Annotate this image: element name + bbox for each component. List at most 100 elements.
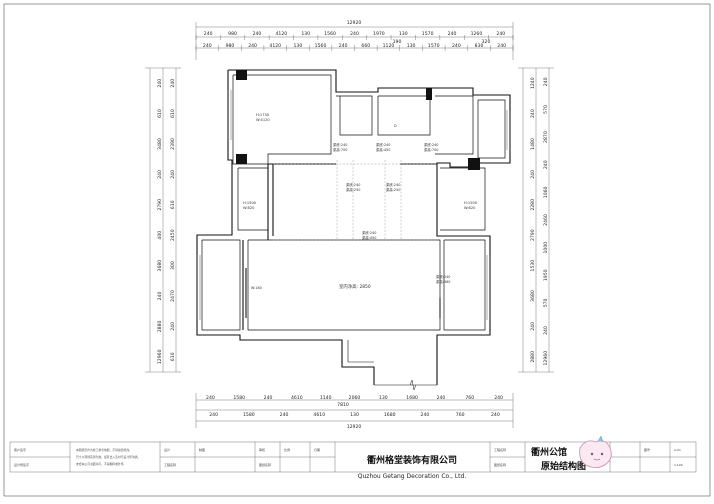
bottom-total-dim: 12920	[347, 424, 362, 430]
top-row1-dim-9: 1570	[422, 31, 434, 37]
top-mid-dim-2: 320	[482, 39, 491, 45]
beam-f-height: 梁高:450	[362, 235, 376, 240]
tb-label-no: 图号	[644, 447, 650, 452]
company-name-en: Quzhou Getang Decoration Co., Ltd.	[358, 473, 467, 480]
right-inner-dim-6: 1000	[543, 242, 549, 254]
beam-e-height: 梁高:250	[386, 187, 400, 192]
top-row2-dim-2: 240	[248, 43, 257, 49]
beam-b-bottom: 梁底:240	[376, 142, 390, 147]
bottom-mid-dim: 7810	[337, 402, 349, 408]
door-label: D	[394, 124, 397, 128]
project-title: 衢州公馆	[531, 446, 567, 458]
bottom-dimensions	[195, 393, 514, 428]
tb-note-3: 未经本公司书面许可，不得翻印或外传。	[76, 462, 126, 466]
right-outer-dim-3: 240	[530, 170, 536, 179]
right-inner-dim-5: 2460	[543, 214, 549, 226]
walls	[196, 69, 511, 391]
right-inner-dim-10: 12960	[543, 351, 549, 366]
left-inner-dim-0: 240	[170, 79, 176, 88]
right-outer-dim-5: 2790	[530, 229, 536, 241]
right-outer-dim-0: 1240	[530, 77, 536, 89]
top-row2-dim-5: 1560	[315, 43, 327, 49]
left-inner-dim-9: 610	[170, 352, 176, 361]
bottom-row1-dim-2: 240	[264, 395, 273, 401]
beam-a-height: 梁高:700	[333, 147, 347, 152]
tb-label-check: 审核	[259, 447, 265, 452]
beam-c-height: 梁高:700	[424, 147, 438, 152]
left-outer-dim-4: 2790	[157, 199, 163, 211]
bottom-row1-dim-4: 1140	[320, 395, 332, 401]
top-row2-dim-13: 240	[497, 43, 506, 49]
right-inner-dim-3: 240	[543, 160, 549, 169]
right-inner-dim-8: 570	[543, 298, 549, 307]
left-outer-dim-3: 240	[157, 170, 163, 179]
top-row1-dim-7: 1970	[373, 31, 385, 37]
tb-note-1: 本图纸仅作为施工参考依据，不得擅自修改。	[76, 448, 132, 452]
tb-label-project: 工程名称	[164, 462, 176, 467]
left-inner-dim-7: 2470	[170, 290, 176, 302]
right-inner-dim-4: 1060	[543, 186, 549, 198]
top-row1-dim-8: 130	[399, 31, 408, 37]
bottom-row1-dim-5: 2060	[349, 395, 361, 401]
top-total-dim: 12920	[347, 20, 362, 26]
beam-g-height: 梁高:360	[436, 279, 450, 284]
structural-columns	[236, 70, 480, 170]
left-inner-dim-4: 610	[170, 200, 176, 209]
bottom-row1-dim-7: 1680	[406, 395, 418, 401]
bottom-row2-dim-0: 240	[209, 412, 218, 418]
top-row2-dim-6: 240	[339, 43, 348, 49]
left-inner-dim-2: 2390	[170, 138, 176, 150]
room-3-width: W:820	[464, 206, 476, 210]
window-label: W:180	[251, 286, 262, 290]
tb-label-drawing-2: 图纸名称	[494, 462, 506, 467]
tb-label-design: 设计	[164, 447, 170, 452]
top-row1-dim-5: 1560	[324, 31, 336, 37]
right-inner-dim-2: 2870	[543, 131, 549, 143]
top-row1-dim-4: 130	[301, 31, 310, 37]
bottom-row2-dim-3: 4610	[313, 412, 325, 418]
bottom-row2-dim-7: 760	[456, 412, 465, 418]
room-2-width: W:820	[243, 206, 255, 210]
bottom-row2-dim-2: 240	[280, 412, 289, 418]
left-outer-dim-1: 610	[157, 109, 163, 118]
top-row1-dim-3: 4120	[275, 31, 287, 37]
left-outer-dim-7: 240	[157, 292, 163, 301]
beam-d-bottom: 梁底:240	[346, 182, 360, 187]
right-outer-dim-2: 1480	[530, 138, 536, 150]
drawing-title: 原始结构图	[541, 460, 586, 472]
beam-g-bottom: 梁底:240	[436, 274, 450, 279]
left-inner-dim-8: 240	[170, 322, 176, 331]
bottom-row2-dim-6: 240	[421, 412, 430, 418]
top-mid-dim-1: 190	[393, 39, 402, 45]
living-clear-height: 室内净高: 2850	[339, 283, 371, 290]
bottom-row2-dim-5: 1680	[384, 412, 396, 418]
beam-d-height: 梁高:250	[346, 187, 360, 192]
right-outer-dim-7: 3680	[530, 290, 536, 302]
top-row1-dim-1: 980	[228, 31, 237, 37]
top-row2-dim-3: 4120	[269, 43, 281, 49]
mascot-sticker	[579, 435, 612, 468]
top-row2-dim-1: 980	[226, 43, 235, 49]
room-1-width: W:4120	[256, 118, 270, 122]
right-outer-dim-8: 240	[530, 322, 536, 331]
top-row1-dim-11: 1260	[471, 31, 483, 37]
tb-label-draw: 制图	[199, 447, 205, 452]
left-outer-dim-8: 2880	[157, 320, 163, 332]
beam-lines	[273, 160, 437, 241]
left-inner-dim-1: 610	[170, 109, 176, 118]
top-row1-dim-6: 240	[350, 31, 359, 37]
bottom-row1-dim-0: 240	[206, 395, 215, 401]
right-outer-dim-9: 2880	[530, 351, 536, 363]
title-block-text: 客户签字 设计师签字 本图纸仅作为施工参考依据，不得擅自修改。 尺寸以现场实测为…	[14, 446, 683, 480]
top-row1-dim-12: 240	[496, 31, 505, 37]
bottom-row1-dim-1: 1580	[233, 395, 245, 401]
bottom-row2-dim-8: 240	[491, 412, 500, 418]
left-outer-dim-0: 240	[157, 79, 163, 88]
room-3-height: H:1500	[464, 201, 478, 205]
beam-a-bottom: 梁底:240	[333, 142, 347, 147]
top-row2-dim-4: 130	[294, 43, 303, 49]
room-2-height: H:1500	[243, 201, 257, 205]
tb-note-2: 尺寸以现场实测为准，如有出入及时与设计师沟通。	[76, 455, 140, 459]
sheet-border	[3, 3, 711, 497]
